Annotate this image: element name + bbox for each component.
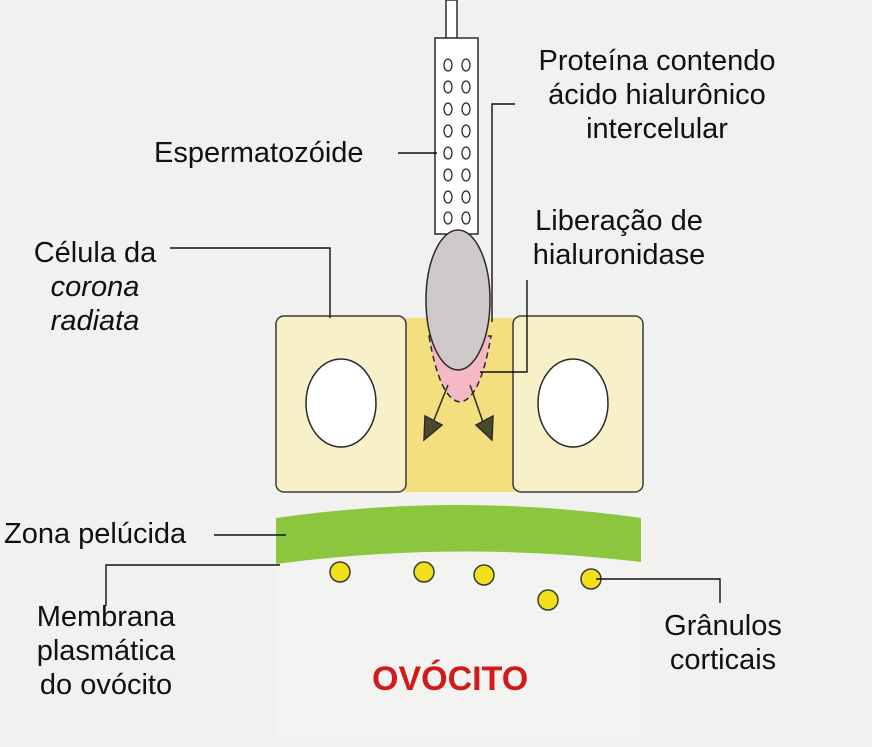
label-hialuronidase-line1: Liberação de	[535, 205, 703, 237]
corona-cell-right-nucleus	[537, 358, 609, 448]
cortical-granules	[329, 561, 602, 611]
label-granulos: Grânulos corticais	[648, 609, 798, 677]
label-corona-line2: corona	[50, 271, 140, 303]
sperm-head	[425, 229, 491, 371]
label-proteina-line3: intercelular	[586, 113, 728, 145]
label-proteina-line1: Proteína contendo	[538, 45, 776, 77]
label-membrana-line3: do ovócito	[39, 669, 173, 701]
zona-pellucida	[276, 505, 641, 564]
label-corona: Célula da corona radiata	[20, 236, 170, 338]
label-proteina-line2: ácido hialurônico	[548, 79, 766, 111]
label-membrana-line2: plasmática	[36, 635, 176, 667]
leader-lines	[105, 103, 721, 606]
label-zona: Zona pelúcida	[4, 518, 187, 550]
sperm-midpiece	[434, 37, 479, 235]
hyaluronidase-arrows	[423, 384, 494, 442]
oocyte-body	[275, 560, 641, 742]
label-corona-line1: Célula da	[33, 237, 157, 269]
label-hialuronidase-line2: hialuronidase	[532, 239, 706, 271]
label-proteina: Proteína contendo ácido hialurônico inte…	[514, 44, 800, 146]
label-membrana: Membrana plasmática do ovócito	[20, 600, 192, 702]
label-granulos-line1: Grânulos	[664, 610, 782, 642]
label-granulos-line2: corticais	[669, 644, 777, 676]
label-espermatozoide: Espermatozóide	[154, 137, 364, 169]
label-hialuronidase: Liberação de hialuronidase	[512, 204, 726, 272]
label-corona-line3: radiata	[50, 305, 140, 337]
mitochondria	[443, 58, 471, 225]
sperm-tail	[445, 0, 458, 41]
corona-cell-left-nucleus	[305, 358, 377, 448]
label-membrana-line1: Membrana	[36, 601, 176, 633]
label-ovocito: OVÓCITO	[372, 660, 529, 698]
